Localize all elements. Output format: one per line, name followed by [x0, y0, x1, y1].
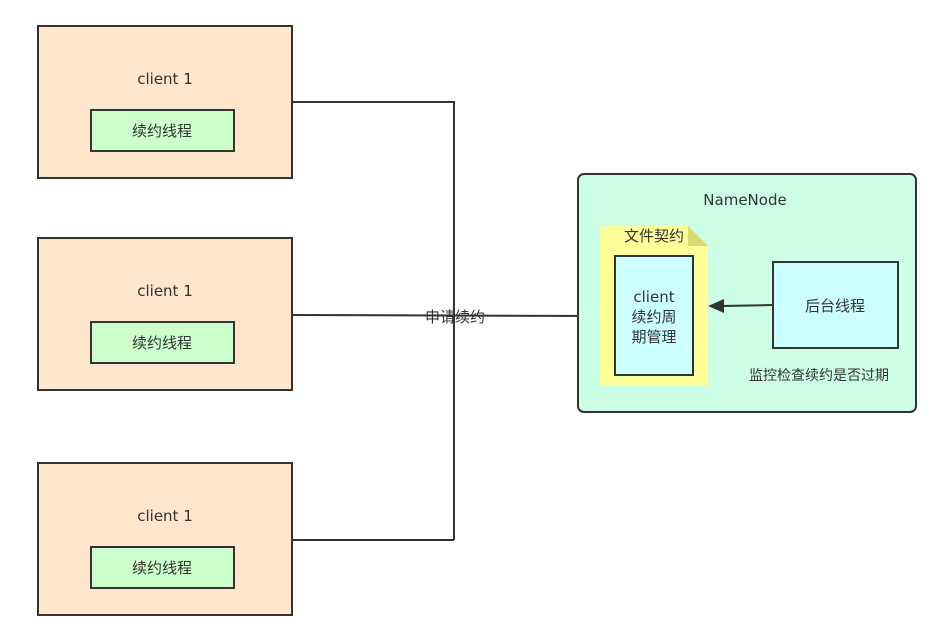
client-box-3: client 1 续约线程: [37, 462, 293, 616]
namenode-box: NameNode 文件契约 client 续约周 期管理 后台线程 监控检查续约…: [577, 173, 917, 413]
lease-manager-line-1: client: [633, 288, 674, 306]
connector-client-2: [291, 314, 601, 317]
file-lease-label: 文件契约: [624, 227, 684, 245]
renew-thread-box: [90, 321, 235, 364]
client-box-1: client 1 续约线程: [37, 25, 293, 179]
monitor-arrow: [708, 299, 774, 313]
monitor-arrowhead: [708, 299, 724, 313]
lease-manager-box: client 续约周 期管理: [614, 255, 694, 376]
client-title: client 1: [137, 282, 193, 300]
background-thread-label: 后台线程: [805, 297, 865, 315]
renew-thread-box: [90, 109, 235, 152]
client-title: client 1: [137, 507, 193, 525]
namenode-title: NameNode: [703, 191, 786, 209]
renew-thread-label: 续约线程: [132, 334, 192, 352]
client-box-2: client 1 续约线程: [37, 237, 293, 391]
lease-manager-line-2: 续约周: [631, 308, 676, 326]
background-thread-box: 后台线程: [772, 261, 899, 349]
note-fold-icon: [688, 226, 708, 246]
lease-manager-line-3: 期管理: [631, 328, 676, 346]
client-title: client 1: [137, 70, 193, 88]
renew-thread-label: 续约线程: [132, 559, 192, 577]
request-renew-label: 申请续约: [425, 308, 485, 326]
connector-client-1: [292, 101, 455, 540]
monitor-caption: 监控检查续约是否过期: [749, 367, 889, 384]
renew-thread-label: 续约线程: [132, 122, 192, 140]
renew-thread-box: [90, 546, 235, 589]
